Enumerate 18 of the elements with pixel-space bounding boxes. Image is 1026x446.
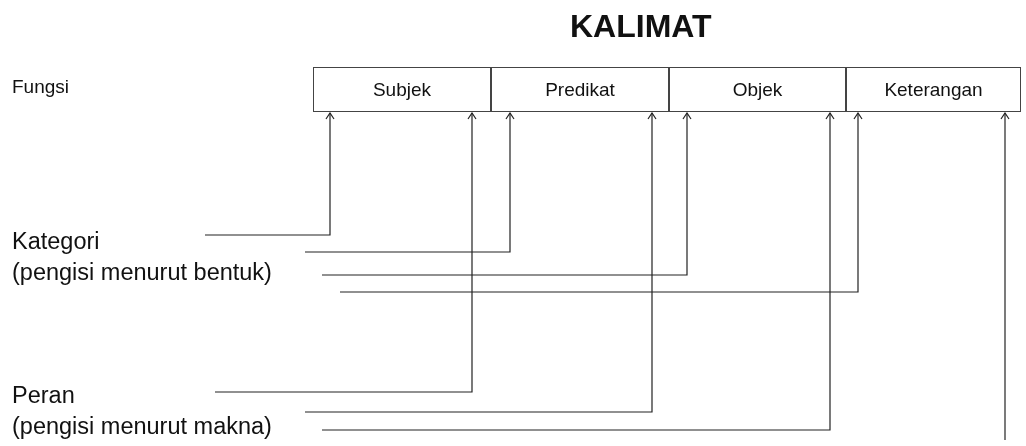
arrow	[304, 112, 515, 253]
arrow	[204, 112, 335, 236]
category-label: (pengisi menurut bentuk)	[12, 258, 273, 287]
arrow	[1000, 112, 1010, 441]
arrow	[214, 112, 477, 393]
function-box: Predikat	[491, 67, 669, 112]
function-box: Keterangan	[846, 67, 1021, 112]
arrow	[321, 112, 835, 431]
category-label: Kategori	[12, 227, 101, 256]
row-label: Fungsi	[12, 76, 70, 98]
category-label: Peran	[12, 381, 76, 410]
function-box: Subjek	[313, 67, 491, 112]
arrow	[304, 112, 657, 413]
arrow	[321, 112, 692, 276]
category-label: (pengisi menurut makna)	[12, 412, 273, 441]
arrow	[339, 112, 863, 293]
function-box: Objek	[669, 67, 846, 112]
diagram-title: KALIMAT	[570, 8, 712, 45]
